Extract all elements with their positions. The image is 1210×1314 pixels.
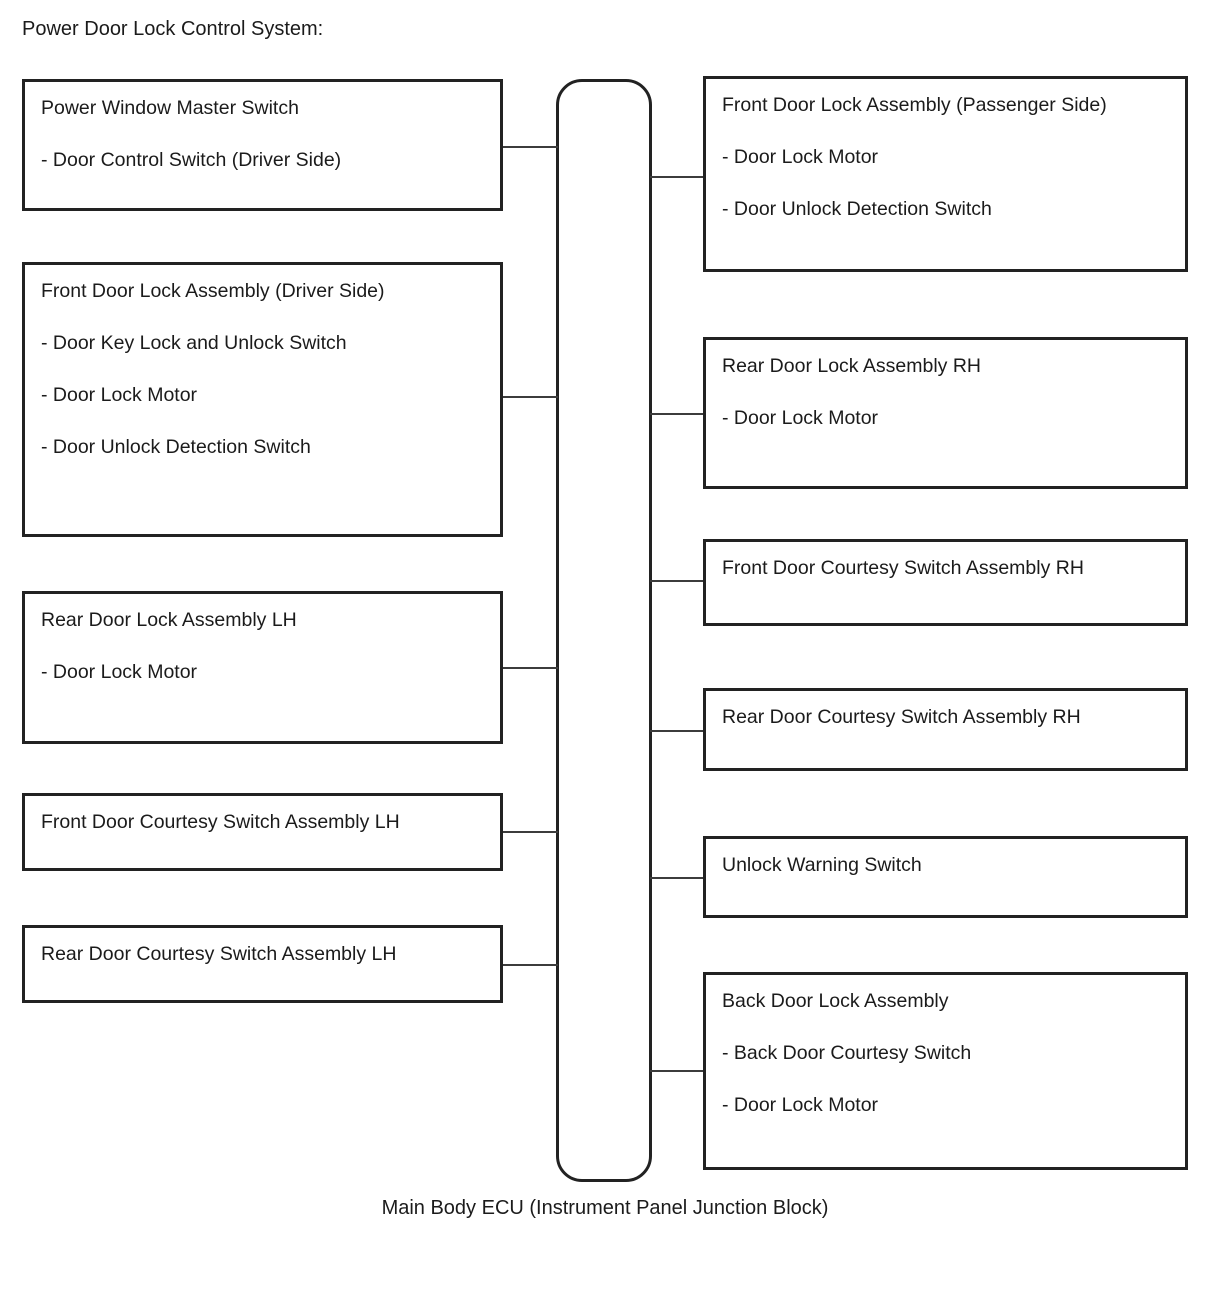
node-item: - Door Key Lock and Unlock Switch — [41, 332, 347, 354]
node-heading: Rear Door Courtesy Switch Assembly RH — [722, 706, 1081, 728]
node-item: - Door Lock Motor — [722, 1094, 879, 1116]
connector-right-2 — [650, 413, 705, 415]
node-item: - Door Unlock Detection Switch — [41, 436, 311, 458]
node-heading: Front Door Lock Assembly (Driver Side) — [41, 280, 385, 302]
node-heading: Front Door Courtesy Switch Assembly RH — [722, 557, 1084, 579]
connector-right-6 — [650, 1070, 705, 1072]
node-rear-door-courtesy-switch-assembly-lh[interactable]: Rear Door Courtesy Switch Assembly LH — [22, 925, 503, 1003]
node-item: - Door Lock Motor — [722, 407, 879, 429]
node-rear-door-lock-assembly-rh[interactable]: Rear Door Lock Assembly RH - Door Lock M… — [703, 337, 1188, 489]
main-body-ecu-block[interactable] — [556, 79, 652, 1182]
connector-left-3 — [503, 667, 558, 669]
node-power-window-master-switch[interactable]: Power Window Master Switch - Door Contro… — [22, 79, 503, 211]
connector-right-4 — [650, 730, 705, 732]
node-heading: Back Door Lock Assembly — [722, 990, 949, 1012]
connector-left-5 — [503, 964, 558, 966]
node-heading: Rear Door Lock Assembly LH — [41, 609, 297, 631]
node-item: - Door Unlock Detection Switch — [722, 198, 992, 220]
node-heading: Front Door Lock Assembly (Passenger Side… — [722, 94, 1107, 116]
node-heading: Rear Door Courtesy Switch Assembly LH — [41, 943, 397, 965]
node-front-door-courtesy-switch-assembly-lh[interactable]: Front Door Courtesy Switch Assembly LH — [22, 793, 503, 871]
node-heading: Rear Door Lock Assembly RH — [722, 355, 982, 377]
node-item: - Back Door Courtesy Switch — [722, 1042, 972, 1064]
page-title: Power Door Lock Control System: — [22, 18, 324, 40]
connector-right-5 — [650, 877, 705, 879]
node-front-door-lock-assembly-driver-side[interactable]: Front Door Lock Assembly (Driver Side) -… — [22, 262, 503, 537]
node-unlock-warning-switch[interactable]: Unlock Warning Switch — [703, 836, 1188, 918]
connector-left-1 — [503, 146, 558, 148]
connector-left-4 — [503, 831, 558, 833]
node-heading: Unlock Warning Switch — [722, 854, 922, 876]
ecu-caption: Main Body ECU (Instrument Panel Junction… — [381, 1197, 829, 1219]
node-item: - Door Lock Motor — [41, 661, 198, 683]
node-item: - Door Lock Motor — [41, 384, 198, 406]
connector-right-1 — [650, 176, 705, 178]
node-rear-door-courtesy-switch-assembly-rh[interactable]: Rear Door Courtesy Switch Assembly RH — [703, 688, 1188, 771]
connector-right-3 — [650, 580, 705, 582]
node-item: - Door Lock Motor — [722, 146, 879, 168]
node-back-door-lock-assembly[interactable]: Back Door Lock Assembly - Back Door Cour… — [703, 972, 1188, 1170]
node-heading: Front Door Courtesy Switch Assembly LH — [41, 811, 400, 833]
connector-left-2 — [503, 396, 558, 398]
node-front-door-courtesy-switch-assembly-rh[interactable]: Front Door Courtesy Switch Assembly RH — [703, 539, 1188, 626]
node-front-door-lock-assembly-passenger-side[interactable]: Front Door Lock Assembly (Passenger Side… — [703, 76, 1188, 272]
node-item: - Door Control Switch (Driver Side) — [41, 149, 342, 171]
node-rear-door-lock-assembly-lh[interactable]: Rear Door Lock Assembly LH - Door Lock M… — [22, 591, 503, 744]
node-heading: Power Window Master Switch — [41, 97, 299, 119]
